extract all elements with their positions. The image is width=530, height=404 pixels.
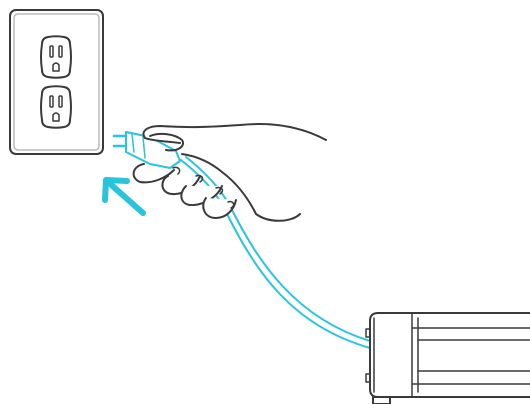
power-cord: [181, 157, 370, 348]
direction-arrow: [105, 180, 143, 213]
device-box: [366, 313, 530, 404]
hand: [134, 124, 326, 221]
receptacle-bottom: [41, 86, 71, 128]
receptacle-top: [41, 36, 71, 78]
wall-outlet: [10, 10, 103, 154]
